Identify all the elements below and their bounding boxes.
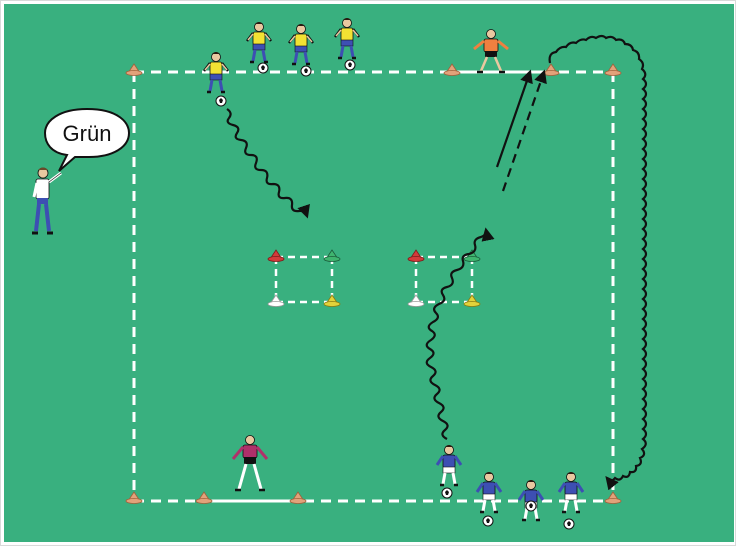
player-figure [477, 472, 501, 512]
cone-icon [605, 64, 621, 76]
coach-figure [32, 168, 61, 234]
player-figure [289, 24, 313, 64]
cone-icon [126, 492, 142, 504]
field-boundary [134, 72, 613, 501]
ball-icon [526, 501, 536, 511]
ball-icon [258, 63, 268, 73]
goal-lines [204, 72, 551, 501]
cone-icon [605, 492, 621, 504]
dribble-arrow [227, 109, 307, 216]
player-figure [437, 445, 461, 485]
speech-bubble: Grün [45, 109, 129, 171]
ball-icon [564, 519, 574, 529]
ball-icon [483, 516, 493, 526]
ball-icon [345, 60, 355, 70]
cone-icon [543, 64, 559, 76]
cone-icon [126, 64, 142, 76]
ball-icon [216, 96, 226, 106]
player-figure [559, 472, 583, 512]
goalkeeper-top [474, 30, 508, 73]
color-square-left [268, 250, 340, 307]
orange-cones [126, 64, 621, 504]
player-figure [247, 22, 271, 62]
goalkeeper-bottom [233, 436, 267, 491]
player-figure [519, 480, 543, 520]
cone-icon [444, 64, 460, 76]
ball-icon [442, 488, 452, 498]
dribble-arrow [550, 36, 646, 481]
blue-team [437, 445, 583, 529]
cone-icon [196, 492, 212, 504]
player-figure [335, 18, 359, 58]
coach-call-text: Grün [63, 121, 112, 146]
pass-arrow [497, 72, 530, 167]
ball-icon [301, 66, 311, 76]
yellow-team [204, 18, 359, 106]
cone-icon [290, 492, 306, 504]
